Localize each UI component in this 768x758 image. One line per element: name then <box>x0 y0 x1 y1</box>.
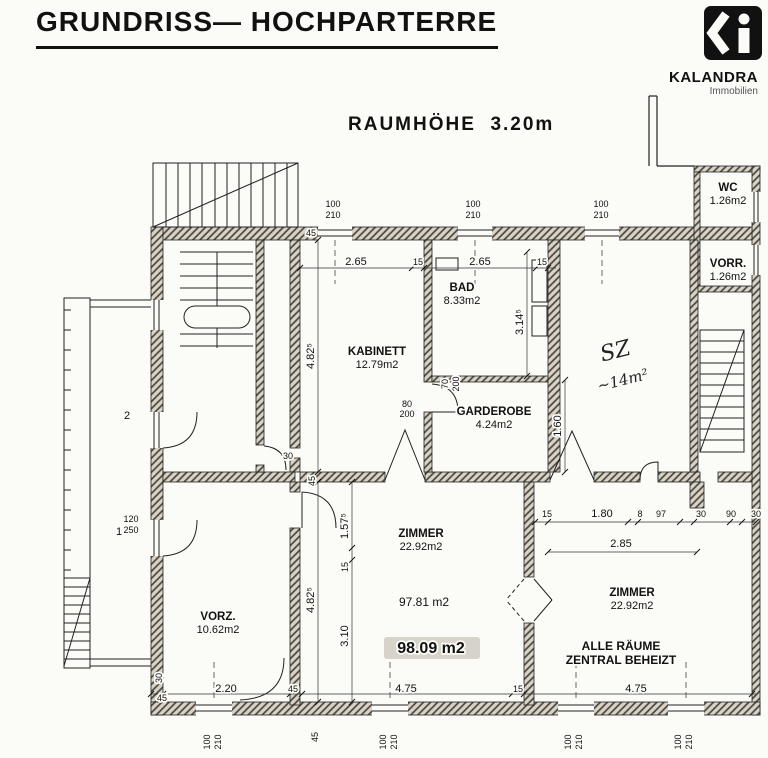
room-name: VORZ. <box>200 611 235 623</box>
dimension-label: 100 <box>563 734 573 749</box>
dimension-label: 2.65 <box>345 256 366 268</box>
logo-tagline: Immobilien <box>709 86 758 97</box>
handwritten-labels: SZ~14m² <box>595 336 650 395</box>
room-name: WC <box>718 182 737 194</box>
dimension-label: 4.75 <box>395 683 416 695</box>
dimension-label: 100 <box>593 199 608 209</box>
dimension-label: 1.80 <box>591 508 612 520</box>
room-area: 8.33m2 <box>444 295 481 307</box>
dimension-label: 210 <box>325 210 340 220</box>
dimension-label: 210 <box>593 210 608 220</box>
dimension-label: 70 <box>440 379 450 389</box>
axis-dashed-lines <box>213 240 687 702</box>
dimension-label: 210 <box>389 734 399 749</box>
dimension-label: 100 <box>325 199 340 209</box>
dimension-label: 100 <box>378 734 388 749</box>
note-label: 98.09 m2 <box>397 640 465 657</box>
dimension-label: 1.60 <box>552 415 564 436</box>
dimension-label: 210 <box>465 210 480 220</box>
note-label: ZENTRAL BEHEIZT <box>566 653 677 667</box>
room-name: ZIMMER <box>609 587 655 599</box>
dimension-label: 2.20 <box>215 683 236 695</box>
kalandra-logo: KALANDRA Immobilien <box>648 6 762 97</box>
note-label: 97.81 m2 <box>399 595 449 609</box>
dimension-label: 4.82⁵ <box>305 343 317 369</box>
chimney-lines <box>648 95 694 167</box>
room-name: BAD <box>450 282 475 294</box>
dimension-label: 100 <box>673 734 683 749</box>
room-labels: WC1.26m2VORR.1.26m2BAD8.33m2KABINETT12.7… <box>195 180 748 638</box>
dimension-label: 210 <box>574 734 584 749</box>
dimension-label: 4.82⁵ <box>305 587 317 613</box>
stairs <box>63 162 745 669</box>
room-area: 12.79m2 <box>356 359 399 371</box>
dimension-ticks <box>147 236 760 706</box>
room-name: ZIMMER <box>398 528 444 540</box>
dimension-label: 97 <box>656 509 666 519</box>
room-name: VORR. <box>710 258 746 270</box>
dimension-label: 100 <box>202 734 212 749</box>
dimension-label: 1.57⁵ <box>339 513 351 539</box>
dimension-label: 15 <box>413 257 423 267</box>
dimension-label: 210 <box>684 734 694 749</box>
room-area: 22.92m2 <box>400 541 443 553</box>
dimension-label: 210 <box>213 734 223 749</box>
dimension-label: 15 <box>340 562 350 572</box>
kalandra-logo-icon <box>704 6 762 60</box>
room-height-label: RAUMHÖHE 3.20m <box>348 114 555 135</box>
room-area: 10.62m2 <box>197 624 240 636</box>
dimension-label: 90 <box>726 509 736 519</box>
dimension-label: 3.10 <box>339 625 351 646</box>
dimension-label: 1 <box>116 526 122 538</box>
dimension-label: 8 <box>637 509 642 519</box>
room-area: 1.26m2 <box>710 271 747 283</box>
dimension-label: 120 <box>123 514 138 524</box>
room-area: 1.26m2 <box>710 195 747 207</box>
logo-brand: KALANDRA <box>669 69 758 86</box>
total-area-highlight <box>384 637 480 659</box>
dimension-label: 250 <box>123 525 138 535</box>
dimension-label: 200 <box>399 409 414 419</box>
dimension-label: 45 <box>306 228 316 238</box>
room-area: 4.24m2 <box>476 419 513 431</box>
room-name: KABINETT <box>348 346 406 358</box>
windows <box>150 192 761 716</box>
bath-fixtures <box>435 257 548 337</box>
dimension-lines <box>151 240 756 702</box>
dimension-label: 45 <box>288 684 298 694</box>
note-label: ALLE RÄUME <box>582 638 661 653</box>
title-underline <box>36 46 498 49</box>
dimension-label: 30 <box>751 509 761 519</box>
room-name: GARDEROBE <box>457 406 532 418</box>
dimension-label: 15 <box>513 684 523 694</box>
room-area: 22.92m2 <box>611 600 654 612</box>
dimension-label: 45 <box>310 732 320 742</box>
dimension-label: 80 <box>402 399 412 409</box>
dimension-label: 4.75 <box>625 683 646 695</box>
doors <box>162 383 659 701</box>
dimension-label: 200 <box>451 376 461 391</box>
dimension-label: 45 <box>157 693 167 703</box>
walls <box>150 165 761 716</box>
dimension-label: 3.14⁵ <box>514 309 526 335</box>
dimension-label: 15 <box>537 257 547 267</box>
dimension-label: 45 <box>307 476 317 486</box>
dimension-label: 100 <box>465 199 480 209</box>
dimension-label: 2.65 <box>469 256 490 268</box>
handwritten-label: SZ <box>598 336 634 368</box>
dimension-label: 30 <box>283 451 293 461</box>
dimension-label: 2.85 <box>610 538 631 550</box>
page-title: GRUNDRISS— HOCHPARTERRE <box>36 6 498 37</box>
dimension-label: 30 <box>154 673 164 683</box>
dimension-label: 30 <box>696 509 706 519</box>
dimension-label: 15 <box>542 509 552 519</box>
dimension-label: 2 <box>124 410 130 422</box>
handwritten-label: ~14m² <box>595 365 650 395</box>
